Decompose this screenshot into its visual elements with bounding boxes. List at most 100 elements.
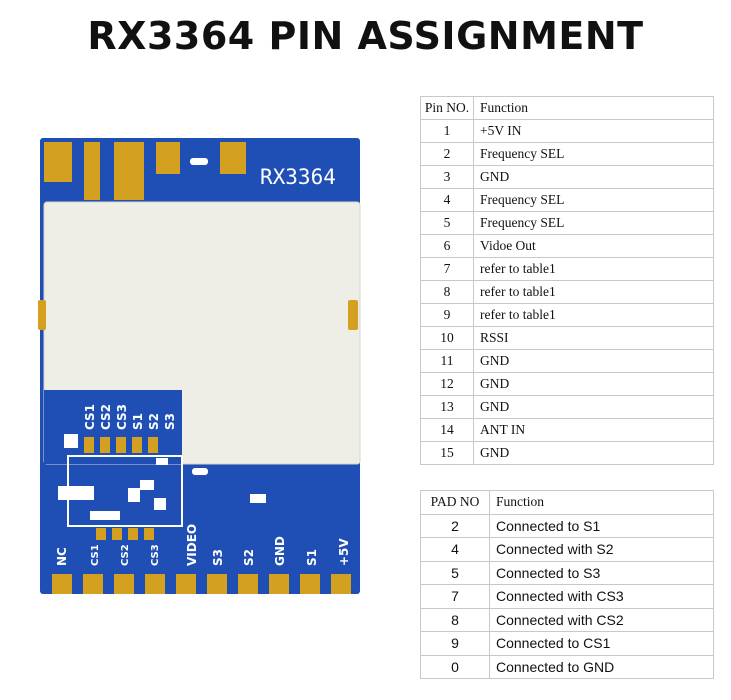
cell-function: GND: [473, 395, 714, 419]
bottom-label: NC: [55, 547, 69, 566]
top-label: S2: [147, 413, 161, 430]
cell-function: GND: [473, 372, 714, 396]
cell-function: ANT IN: [473, 418, 714, 442]
cell-function: Vidoe Out: [473, 234, 714, 258]
cell-function: refer to table1: [473, 280, 714, 304]
top-gold-pad: [156, 142, 180, 174]
top-label: S3: [163, 413, 177, 430]
table-row: 1+5V IN: [420, 119, 714, 143]
cell-function: Connected to CS1: [489, 631, 714, 656]
bottom-label: S3: [211, 549, 225, 566]
cell-number: 4: [420, 537, 490, 562]
header-number: PAD NO: [420, 490, 490, 515]
cell-function: RSSI: [473, 326, 714, 350]
top-smd-pad: [190, 158, 208, 165]
cell-number: 7: [420, 257, 474, 281]
bottom-label: S1: [305, 549, 319, 566]
cell-number: 14: [420, 418, 474, 442]
bottom-label: CS2: [120, 544, 131, 566]
cell-number: 7: [420, 584, 490, 609]
shield-cutout: [44, 390, 182, 464]
cell-number: 9: [420, 303, 474, 327]
cell-number: 2: [420, 513, 490, 538]
rx3364-module-board: RX3364 CS1 CS2 CS3 S1 S2 S3 NC CS1 CS2 C…: [38, 138, 361, 594]
bottom-pad: [269, 574, 289, 594]
cell-function: Connected to S1: [489, 513, 714, 538]
cell-number: 1: [420, 119, 474, 143]
cell-number: 8: [420, 280, 474, 304]
header-number: Pin NO.: [420, 96, 474, 120]
cell-number: 11: [420, 349, 474, 373]
top-gold-pad: [114, 142, 144, 200]
bottom-pad: [176, 574, 196, 594]
cell-number: 15: [420, 441, 474, 465]
bottom-pad: [300, 574, 320, 594]
top-gold-pad: [220, 142, 246, 174]
cell-function: Connected with CS2: [489, 607, 714, 632]
bottom-pad: [145, 574, 165, 594]
cell-function: Connected with S2: [489, 537, 714, 562]
cell-number: 4: [420, 188, 474, 212]
bottom-pad: [238, 574, 258, 594]
top-label: S1: [131, 413, 145, 430]
top-label: CS2: [99, 404, 113, 430]
cell-function: Connected to GND: [489, 654, 714, 679]
cell-number: 6: [420, 234, 474, 258]
table-header-row: Pin NO.Function: [420, 96, 714, 120]
cell-number: 0: [420, 654, 490, 679]
bottom-pad: [331, 574, 351, 594]
top-label: CS1: [83, 404, 97, 430]
cell-number: 5: [420, 560, 490, 585]
bottom-label: +5V: [337, 538, 351, 566]
top-label: CS3: [115, 404, 129, 430]
cell-number: 5: [420, 211, 474, 235]
bottom-pad: [83, 574, 103, 594]
cell-function: GND: [473, 165, 714, 189]
bottom-label: GND: [273, 536, 287, 566]
bottom-label: VIDEO: [185, 524, 199, 566]
cell-number: 13: [420, 395, 474, 419]
side-pad-left: [38, 300, 46, 330]
bottom-pad: [114, 574, 134, 594]
bottom-label: CS3: [150, 544, 161, 566]
model-label: RX3364: [260, 165, 336, 189]
cell-function: Connected with CS3: [489, 584, 714, 609]
cell-function: Frequency SEL: [473, 142, 714, 166]
header-function: Function: [473, 96, 714, 120]
cell-function: Frequency SEL: [473, 211, 714, 235]
cell-number: 12: [420, 372, 474, 396]
bottom-pad: [207, 574, 227, 594]
cell-function: refer to table1: [473, 257, 714, 281]
cell-number: 8: [420, 607, 490, 632]
cell-function: GND: [473, 441, 714, 465]
cell-function: GND: [473, 349, 714, 373]
test-pad: [192, 468, 208, 475]
cell-function: Connected to S3: [489, 560, 714, 585]
cell-number: 2: [420, 142, 474, 166]
cell-number: 9: [420, 631, 490, 656]
cell-function: refer to table1: [473, 303, 714, 327]
page-title: RX3364 PIN ASSIGNMENT: [87, 14, 644, 58]
bottom-pad: [52, 574, 72, 594]
